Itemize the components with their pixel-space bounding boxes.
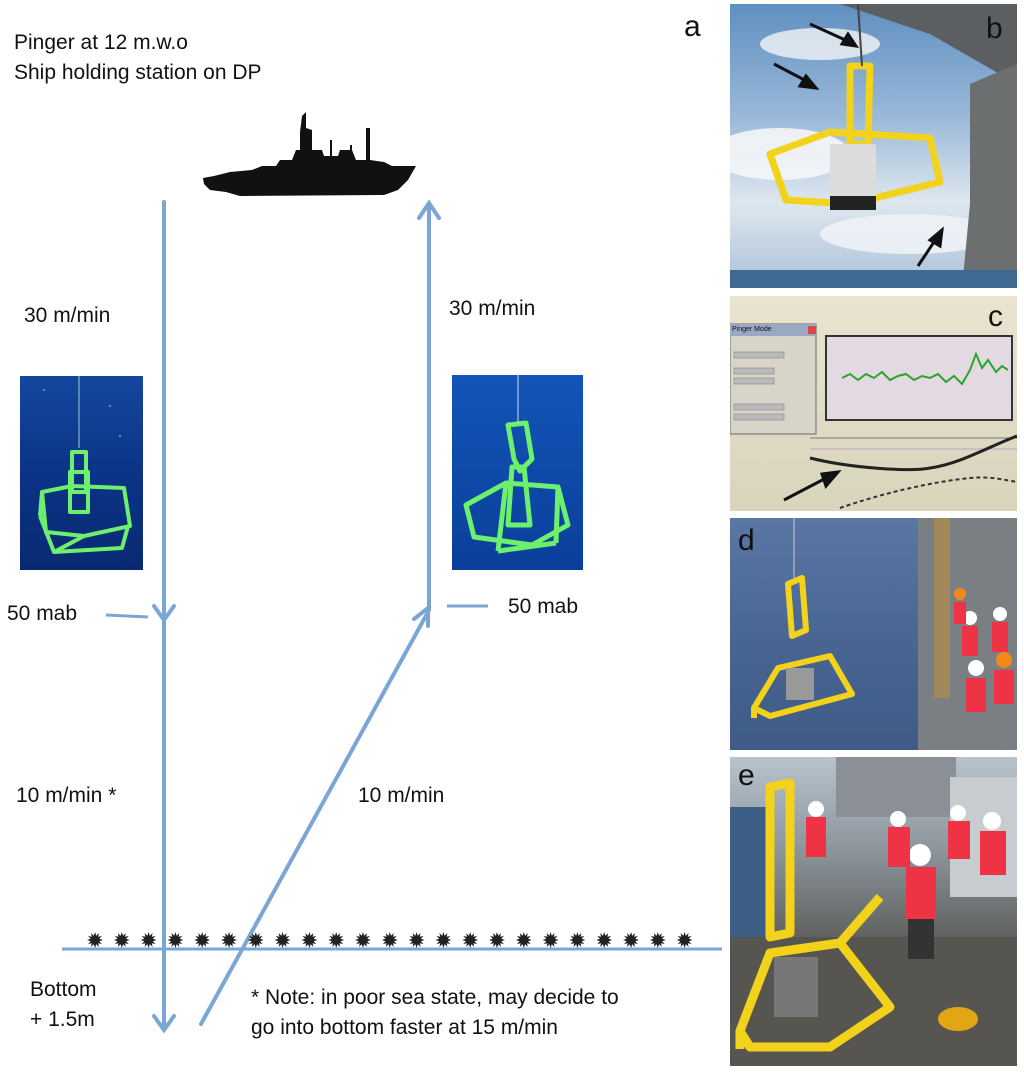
manganese-nodule-icon bbox=[649, 932, 666, 948]
pinger-screen-photo bbox=[730, 323, 1017, 509]
panel-letter-d: d bbox=[738, 524, 755, 557]
photo-panel-c: Pinger Mode c bbox=[730, 296, 1017, 511]
note-line-2: go into bottom faster at 15 m/min bbox=[251, 1016, 558, 1039]
green-lander-frame-icon bbox=[38, 376, 132, 554]
underwater-photo-ascent bbox=[452, 375, 583, 570]
ascent-50mab-label: 50 mab bbox=[508, 595, 579, 618]
manganese-nodule-icon bbox=[381, 932, 398, 948]
manganese-nodule-icon bbox=[542, 932, 559, 948]
descent-50mab-label: 50 mab bbox=[7, 602, 78, 625]
manganese-nodule-icon bbox=[676, 932, 693, 948]
ascent-arrow bbox=[199, 199, 441, 1026]
photo-panel-d: d bbox=[730, 518, 1017, 750]
manganese-nodule-icon bbox=[87, 932, 103, 948]
deployment-diagram bbox=[62, 112, 722, 1034]
manganese-nodule-icon bbox=[113, 932, 130, 948]
manganese-nodule-icon bbox=[167, 932, 184, 948]
manganese-nodule-icon bbox=[623, 932, 639, 948]
manganese-nodule-icon bbox=[221, 932, 237, 948]
photo-panel-e: e bbox=[730, 757, 1017, 1066]
green-lander-frame-icon bbox=[463, 375, 571, 554]
manganese-nodule-icon bbox=[515, 932, 532, 948]
manganese-nodule-icon bbox=[355, 932, 371, 948]
manganese-nodule-icon bbox=[274, 932, 291, 948]
manganese-nodule-icon bbox=[328, 932, 345, 948]
descent-50mab-tick bbox=[105, 613, 149, 619]
header-line-1: Pinger at 12 m.w.o bbox=[14, 31, 188, 54]
header-line-2: Ship holding station on DP bbox=[14, 61, 262, 84]
panel-letter-a: a bbox=[684, 10, 701, 43]
ship-silhouette-icon bbox=[203, 112, 416, 196]
descent-speed-lower: 10 m/min * bbox=[16, 784, 117, 807]
panel-letter-c: c bbox=[988, 300, 1003, 333]
note-line-1: * Note: in poor sea state, may decide to bbox=[251, 986, 619, 1009]
manganese-nodule-icon bbox=[194, 932, 211, 948]
manganese-nodule-icon bbox=[569, 932, 586, 948]
underwater-photo-descent bbox=[20, 376, 143, 570]
manganese-nodule-icon bbox=[247, 932, 264, 948]
descent-speed-upper: 30 m/min bbox=[24, 304, 111, 327]
manganese-nodule-icon bbox=[435, 932, 452, 948]
lander-on-deck-photo bbox=[730, 757, 1017, 1066]
manganese-nodule-icon bbox=[408, 932, 425, 948]
manganese-nodule-icon bbox=[301, 932, 318, 948]
lander-on-deck-crane-photo bbox=[730, 4, 1017, 288]
descent-arrow bbox=[152, 200, 176, 1034]
manganese-nodule-icon bbox=[596, 932, 613, 948]
bottom-label-line-2: + 1.5m bbox=[30, 1008, 95, 1031]
ascent-speed-upper: 30 m/min bbox=[449, 297, 536, 320]
lander-recovery-photo bbox=[751, 518, 1017, 750]
bottom-label-line-1: Bottom bbox=[30, 978, 97, 1001]
pinger-window-title: Pinger Mode bbox=[732, 326, 772, 333]
ascent-speed-lower: 10 m/min bbox=[358, 784, 445, 807]
photo-panel-b: b bbox=[730, 4, 1017, 288]
manganese-nodule-icon bbox=[462, 932, 479, 948]
panel-letter-e: e bbox=[738, 759, 755, 792]
seafloor bbox=[62, 932, 722, 951]
panel-letter-b: b bbox=[986, 12, 1003, 45]
manganese-nodule-icon bbox=[140, 932, 157, 948]
manganese-nodule-icon bbox=[489, 932, 505, 948]
